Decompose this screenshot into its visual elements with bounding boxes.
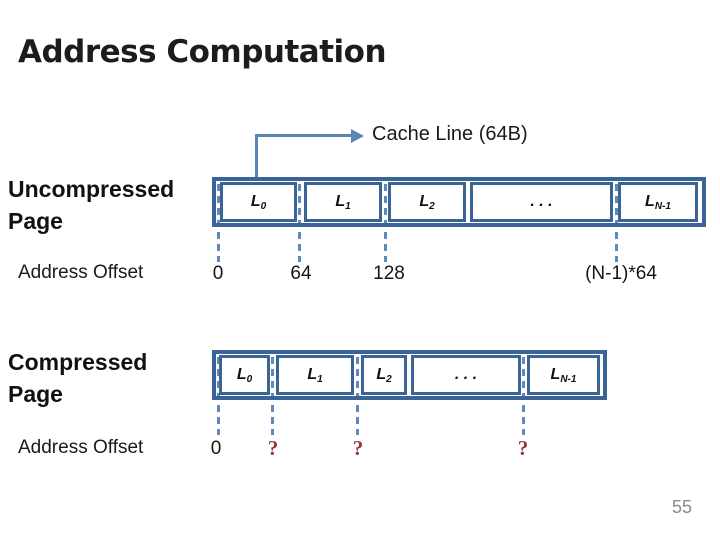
slide-page-number: 55 xyxy=(671,497,692,517)
offset-value-64: 64 xyxy=(290,263,312,284)
offset-value-0: 0 xyxy=(212,263,224,284)
cell-label: L xyxy=(307,366,318,383)
cell-label: L xyxy=(550,366,561,383)
cell-label: L xyxy=(236,366,247,383)
cell-label-subscript: 0 xyxy=(260,201,267,212)
cell-label: L xyxy=(376,366,387,383)
cell-label-subscript: 2 xyxy=(386,374,392,385)
address-offset-label-uncompressed: Address Offset xyxy=(18,262,144,283)
ellipsis-label: . . . xyxy=(454,366,478,383)
arrow-right-icon xyxy=(351,129,364,143)
cell-label: L xyxy=(250,193,261,210)
cache-line-callout-label: Cache Line (64B) xyxy=(372,123,528,145)
cell-label: L xyxy=(645,193,655,210)
compressed-offset-unknown: ? xyxy=(517,436,529,460)
address-offset-label-compressed: Address Offset xyxy=(18,437,144,458)
cell-label-subscript: 1 xyxy=(317,374,323,385)
compressed-page-label: Compressed Page xyxy=(8,349,148,407)
compressed-offset-unknown: ? xyxy=(267,436,279,460)
compressed-offset-unknown: ? xyxy=(352,436,364,460)
cell-label-subscript: 2 xyxy=(429,201,435,212)
cell-label: L xyxy=(419,193,430,210)
offset-value-128: 128 xyxy=(373,263,405,284)
page-title: Address Computation xyxy=(18,34,387,70)
cell-label-subscript: 0 xyxy=(246,374,253,385)
callout-connector-horizontal xyxy=(255,134,352,137)
cell-label-subscript: N-1 xyxy=(560,374,577,385)
offset-value-n1x64: (N-1)*64 xyxy=(585,263,657,284)
cell-label-subscript: N-1 xyxy=(654,201,671,212)
uncompressed-page-label: Uncompressed Page xyxy=(8,176,175,234)
cell-label: L xyxy=(335,193,346,210)
callout-connector-vertical xyxy=(255,136,258,178)
compressed-page-row xyxy=(212,350,607,400)
cell-label-subscript: 1 xyxy=(345,201,351,212)
compressed-offset-value-0: 0 xyxy=(210,438,222,459)
cache-line-cell-ellipsis: . . . xyxy=(470,182,613,222)
ellipsis-label: . . . xyxy=(530,193,553,210)
compressed-cell-ellipsis: . . . xyxy=(411,355,521,395)
uncompressed-page-row xyxy=(212,177,706,227)
